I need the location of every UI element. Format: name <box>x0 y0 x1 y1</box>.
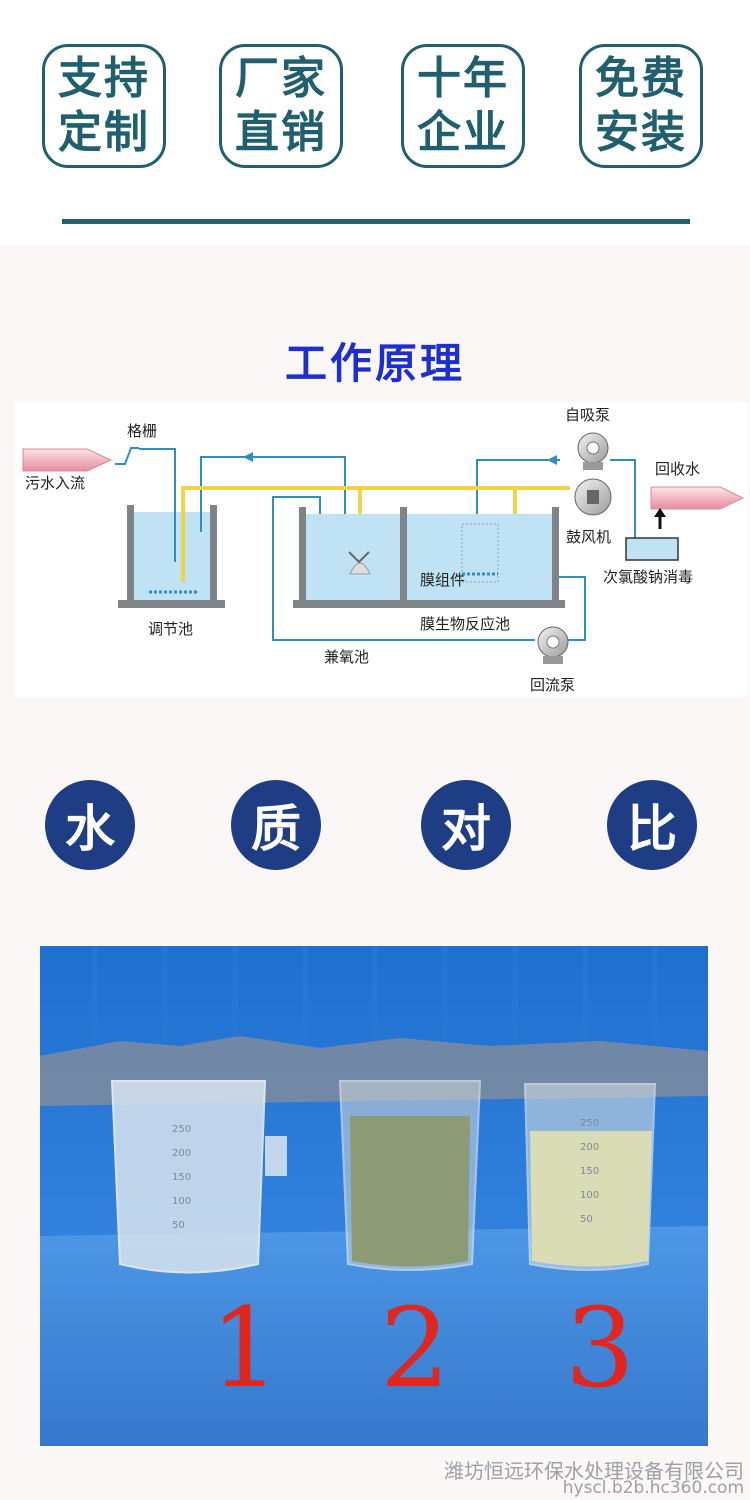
footer-company: 潍坊恒远环保水处理设备有限公司 <box>444 1459 744 1483</box>
grille-icon <box>115 447 139 465</box>
label-grille: 格栅 <box>127 422 157 440</box>
badge-line: 直销 <box>235 107 327 158</box>
label-self-priming-pump: 自吸泵 <box>565 406 610 424</box>
scale-mark: 150 <box>172 1172 191 1183</box>
label-mbr-tank: 膜生物反应池 <box>420 615 510 633</box>
badge-custom: 支持 定制 <box>42 44 166 168</box>
comparison-char: 质 <box>231 780 321 870</box>
badge-line: 免费 <box>595 53 687 104</box>
beaker-number-1: 1 <box>210 1284 280 1412</box>
section-title: 工作原理 <box>284 339 465 388</box>
inflow-arrow <box>22 448 113 472</box>
comparison-char: 比 <box>607 780 697 870</box>
badge-free-install: 免费 安装 <box>579 44 703 168</box>
aerator-icon <box>349 562 371 575</box>
comparison-char: 水 <box>45 780 135 870</box>
badge-line: 十年 <box>417 53 509 104</box>
top-banner: 支持 定制 厂家 直销 十年 企业 免费 安装 <box>0 0 750 245</box>
scale-mark: 250 <box>172 1124 191 1135</box>
divider <box>62 219 690 224</box>
scale-mark: 250 <box>580 1118 599 1129</box>
label-membrane-module: 膜组件 <box>420 571 465 589</box>
scale-mark: 100 <box>172 1196 191 1207</box>
scale-mark: 100 <box>580 1190 599 1201</box>
badge-line: 定制 <box>58 107 150 158</box>
process-diagram: 污水入流 格栅 调节池 膜组件 膜生物反应池 兼氧池 自吸泵 鼓风机 回流泵 回… <box>15 402 748 697</box>
footer-site: hyscl.b2b.hc360.com <box>562 1478 744 1498</box>
scale-mark: 200 <box>580 1142 599 1153</box>
badge-line: 安装 <box>595 107 687 158</box>
label-reclaimed-water: 回收水 <box>655 460 700 478</box>
scale-mark: 50 <box>580 1214 593 1225</box>
label-inflow: 污水入流 <box>25 474 85 492</box>
water-quality-photo: 250 200 150 100 50 250 200 150 100 50 1 … <box>40 946 708 1446</box>
badge-line: 厂家 <box>235 53 327 104</box>
badge-factory-direct: 厂家 直销 <box>219 44 343 168</box>
equalization-water <box>131 512 213 600</box>
beaker-number-2: 2 <box>380 1284 450 1412</box>
scale-mark: 50 <box>172 1220 185 1231</box>
label-blower: 鼓风机 <box>566 528 611 546</box>
badge-line: 企业 <box>417 107 509 158</box>
disinfection-tank <box>625 537 679 561</box>
beaker-number-3: 3 <box>565 1284 635 1412</box>
membrane-module-icon <box>461 523 499 583</box>
label-anoxic-tank: 兼氧池 <box>324 648 369 666</box>
beaker-1 <box>110 1080 267 1274</box>
label-disinfection: 次氯酸钠消毒 <box>603 568 693 586</box>
scale-mark: 200 <box>172 1148 191 1159</box>
comparison-char: 对 <box>421 780 511 870</box>
mbr-water <box>303 514 555 600</box>
badge-line: 支持 <box>58 53 150 104</box>
label-equalization-tank: 调节池 <box>148 620 193 638</box>
badge-ten-years: 十年 企业 <box>401 44 525 168</box>
reclaimed-water-arrow <box>650 486 745 510</box>
label-reflux-pump: 回流泵 <box>530 676 575 694</box>
scale-mark: 150 <box>580 1166 599 1177</box>
